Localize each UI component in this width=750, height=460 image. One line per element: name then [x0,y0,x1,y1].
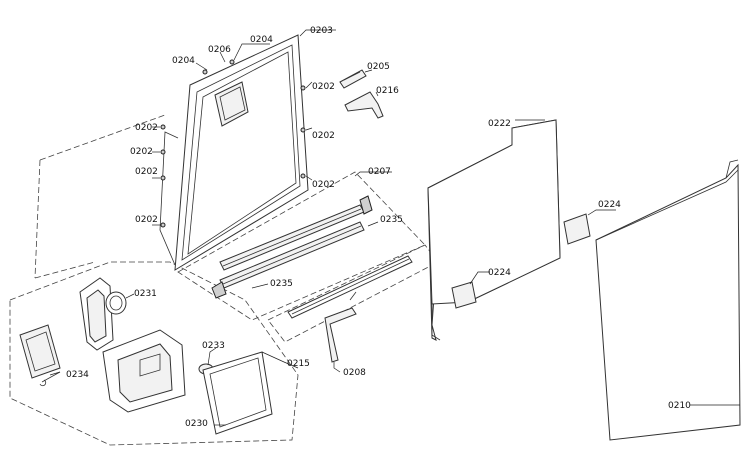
dispenser-lid-part [202,351,273,435]
label-0207: 0207 [368,167,391,177]
door-cushion-part-upper [563,213,591,245]
label-0202-b: 0202 [135,123,158,133]
label-0202-g: 0202 [312,180,335,190]
label-0210: 0210 [668,401,691,411]
group-outline-rails [177,171,426,321]
sensor-cable-part [39,371,61,387]
group-outline-control-assembly [9,261,299,446]
label-0202-c: 0202 [135,167,158,177]
label-0205: 0205 [367,62,390,72]
inner-door-frame [159,34,309,271]
door-latch-part [344,91,384,119]
outer-door-panel [595,159,741,441]
label-0208: 0208 [343,368,366,378]
label-0204-a: 0204 [172,56,195,66]
control-panel-part [79,277,114,351]
electronics-module-part [19,324,61,379]
dispenser-housing-part [102,329,186,413]
inner-door-panel [427,119,561,341]
label-0203: 0203 [310,26,333,36]
label-0235-a: 0235 [380,215,403,225]
label-0231: 0231 [134,289,157,299]
hinge-bracket-bar [287,255,413,319]
ring-seal-part [105,291,127,315]
label-0222: 0222 [488,119,511,129]
hinge-bracket-arm [324,291,357,363]
label-0233: 0233 [202,341,225,351]
door-handle-part [339,69,367,89]
label-0230: 0230 [185,419,208,429]
part-labels: 0202 0202 0202 0202 0202 0202 0202 0203 … [66,26,691,429]
label-0235-b: 0235 [270,279,293,289]
frame-screws [160,59,306,228]
label-0224-b: 0224 [488,268,511,278]
door-cushion-part-lower [451,281,477,309]
label-0234: 0234 [66,370,89,380]
label-0202-e: 0202 [312,82,335,92]
label-0202-d: 0202 [135,215,158,225]
label-0202-f: 0202 [312,131,335,141]
door-rails [211,195,373,299]
label-0215: 0215 [287,359,310,369]
label-0224-a: 0224 [598,200,621,210]
label-0202-a: 0202 [130,147,153,157]
group-outline-door-frame [34,114,166,279]
leader-lines [49,29,740,426]
label-0216: 0216 [376,86,399,96]
label-0204-b: 0204 [250,35,273,45]
label-0206: 0206 [208,45,231,55]
